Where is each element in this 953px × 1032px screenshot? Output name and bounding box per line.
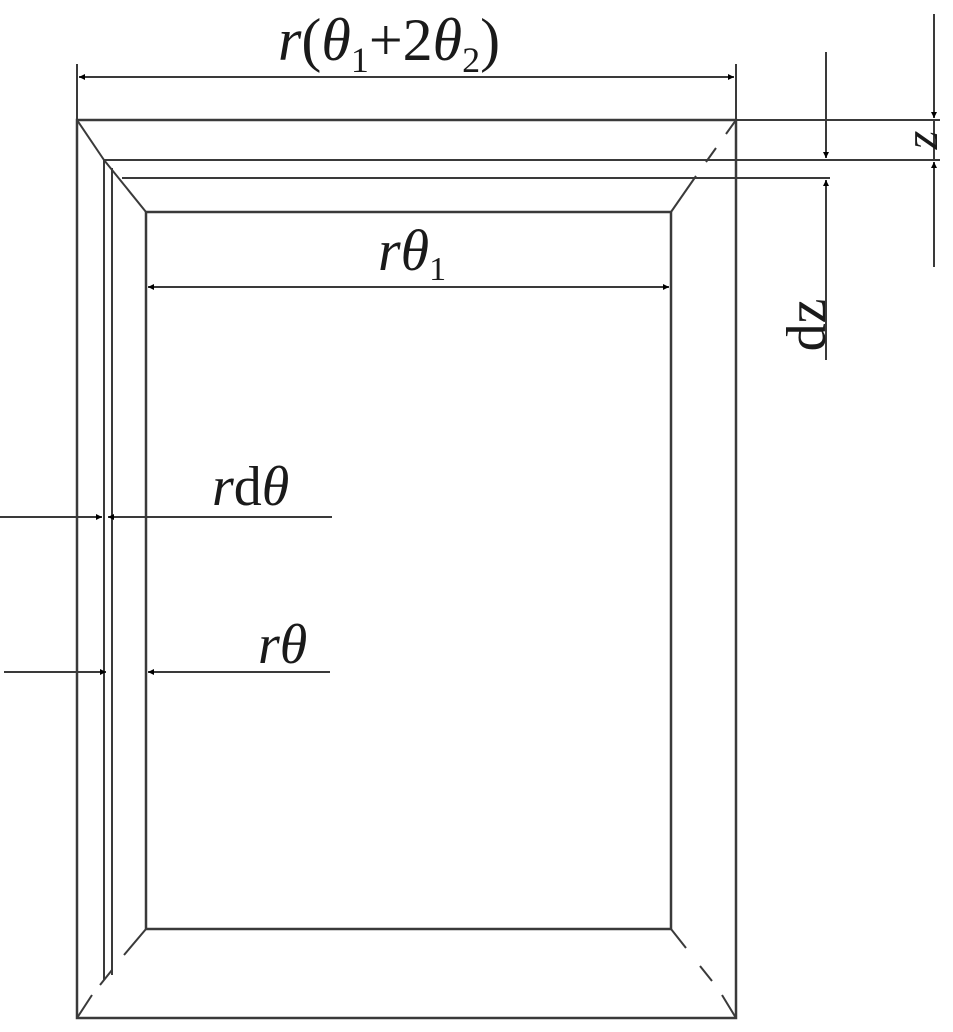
dimension-outer-width — [76, 64, 737, 120]
label-z: z — [895, 130, 948, 150]
inner-frame — [144, 210, 673, 931]
outer-frame — [75, 118, 738, 1020]
thin-layer — [103, 159, 805, 980]
label-inner-width: rθ1 — [378, 218, 446, 288]
extension-lines-right — [710, 119, 940, 179]
label-dz: dz — [776, 299, 838, 352]
label-rtheta: rθ — [258, 614, 307, 676]
label-rdtheta: rdθ — [212, 456, 289, 518]
corner-diagonals — [76, 119, 737, 1019]
label-outer-width: r(θ1+2θ2) — [278, 7, 500, 80]
